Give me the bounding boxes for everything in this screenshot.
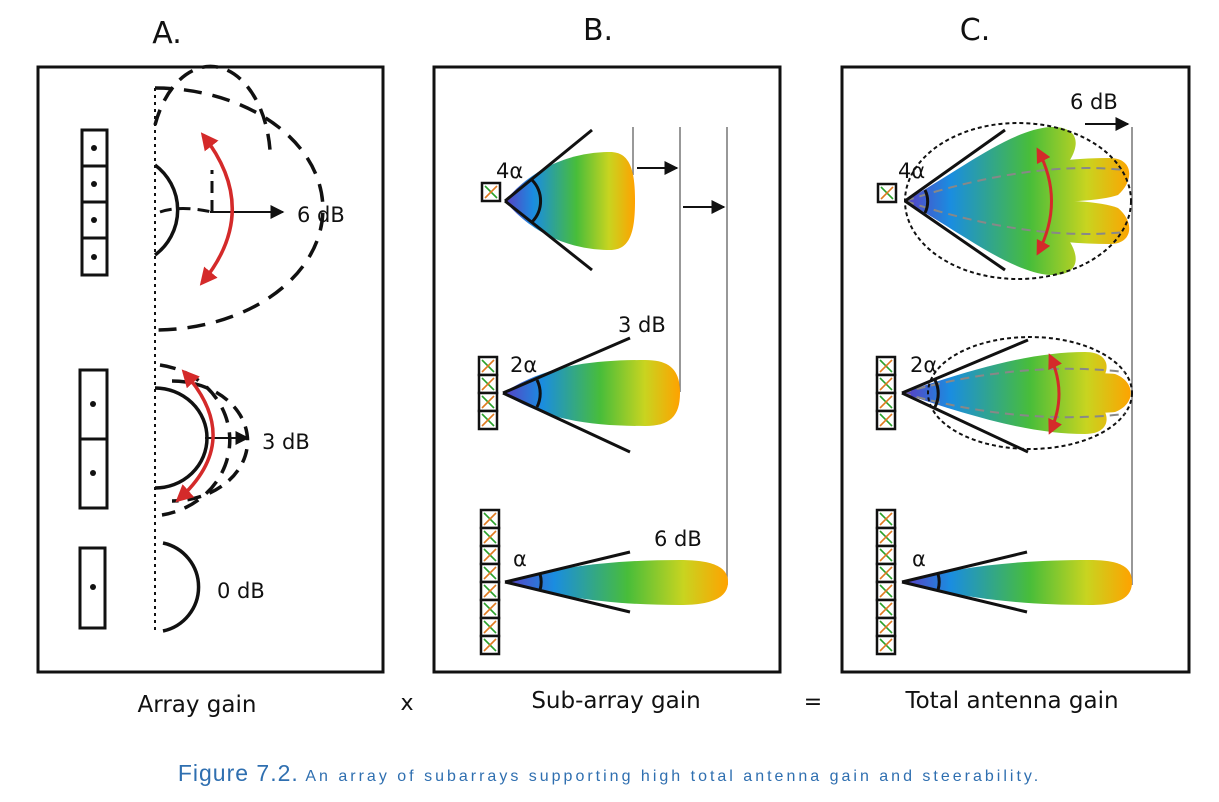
array-gain-label: Array gain [138, 692, 257, 718]
times-operator: x [400, 691, 413, 716]
equals-operator: = [804, 690, 822, 715]
panel-b-gain-3db: 3 dB [618, 313, 666, 337]
four-element-array [80, 128, 109, 277]
panel-c-angle-2a: 2α [910, 353, 937, 377]
steering-arrow-top [199, 132, 234, 286]
two-element-array [78, 368, 109, 510]
panel-c-angle-1a: α [912, 547, 926, 571]
panel-b-angle-1a: α [513, 547, 527, 571]
steering-arrow-c-middle [1048, 353, 1062, 435]
panel-b-frame [432, 65, 782, 674]
caption-lead: Figure 7.2. [177, 760, 299, 786]
panel-c-letter: C. [960, 13, 990, 48]
steering-arrow-middle [175, 369, 215, 503]
beam-1a [505, 560, 728, 605]
steered-beams-4a [905, 126, 1130, 276]
panel-b-letter: B. [583, 13, 613, 48]
beam-4a [505, 152, 635, 250]
panel-a-gain-6db: 6 dB [297, 203, 345, 227]
panel-a-content: 6 dB 3 dB 0 dB [78, 64, 345, 633]
panel-a-gain-3db: 3 dB [262, 430, 310, 454]
panel-c-content: 6 dB 4α 2α [875, 90, 1133, 656]
beam-2a [503, 360, 680, 426]
panel-c-frame [840, 65, 1191, 674]
panel-b-angle-2a: 2α [510, 353, 537, 377]
panel-a-gain-0db: 0 dB [217, 579, 265, 603]
single-element-array [78, 546, 107, 630]
caption-text: An array of subarrays supporting high to… [305, 768, 1042, 785]
total-antenna-gain-label: Total antenna gain [904, 688, 1118, 714]
panel-b-content: 4α 2α 3 dB α 6 dB [477, 127, 728, 656]
sub-array-gain-label: Sub-array gain [531, 688, 700, 714]
steering-arrow-c-top [1036, 147, 1053, 256]
panel-b-angle-4a: 4α [496, 159, 523, 183]
panel-b-gain-6db: 6 dB [654, 527, 702, 551]
panel-c-angle-4a: 4α [898, 159, 925, 183]
figure-caption: Figure 7.2. An array of subarrays suppor… [0, 760, 1219, 787]
panel-c-gain-6db: 6 dB [1070, 90, 1118, 114]
beam-c-1a [902, 560, 1132, 605]
panel-a-letter: A. [152, 16, 182, 51]
